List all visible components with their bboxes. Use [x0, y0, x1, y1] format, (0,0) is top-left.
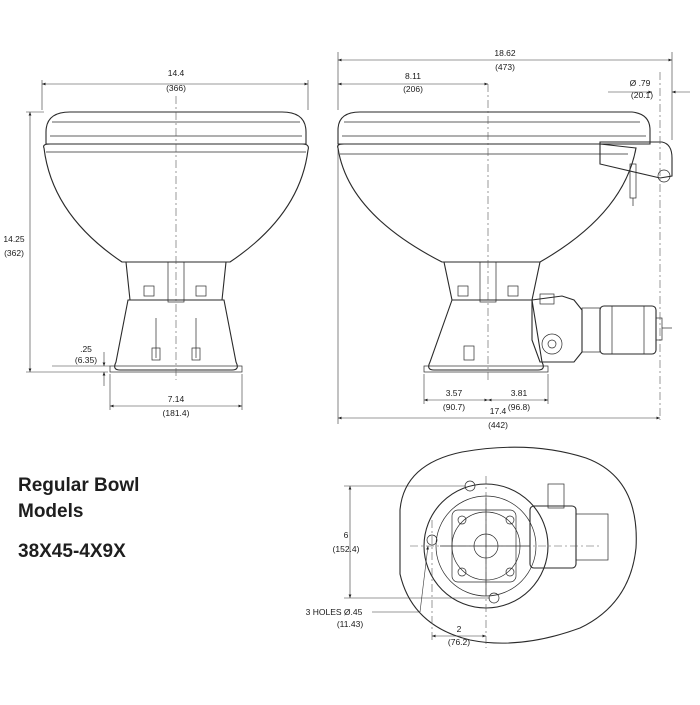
front-view: 14.4 (366) 14.25 (362) .25 (6.35) 7.14 (… [3, 68, 309, 418]
hose-dia-in: Ø .79 [630, 78, 651, 88]
front-width-in: 14.4 [168, 68, 185, 78]
right-base-mm: (96.8) [508, 402, 530, 412]
front-lid [45, 111, 307, 145]
front-width-mm: (366) [166, 83, 186, 93]
front-center-in: 8.11 [405, 71, 421, 81]
base-total-mm: (442) [488, 420, 508, 430]
base-total-in: 17.4 [490, 406, 507, 416]
spacing-in: 2 [457, 624, 462, 634]
title-line2: Models [18, 501, 84, 522]
front-center-mm: (206) [403, 84, 423, 94]
side-bowl [337, 143, 637, 263]
mount-hole-left [426, 534, 438, 546]
top-pump-body [529, 505, 577, 569]
front-base [114, 299, 238, 371]
overall-in: 18.62 [494, 48, 516, 58]
side-hinge [599, 141, 673, 179]
top-view: 6 (152.4) 3 HOLES Ø.45 (11.43) 2 (76.2) [306, 446, 637, 648]
left-base-in: 3.57 [446, 388, 463, 398]
front-bowl [43, 143, 309, 263]
side-neck [443, 261, 541, 301]
hose-dia-mm: (20.1) [631, 90, 653, 100]
depth-mm: (152.4) [333, 544, 360, 554]
overall-mm: (473) [495, 62, 515, 72]
top-bowl-outline [399, 446, 637, 644]
mount-hole-bottom [488, 592, 500, 604]
depth-in: 6 [344, 530, 349, 540]
title-line1: Regular Bowl [18, 475, 140, 496]
front-height-mm: (362) [4, 248, 24, 258]
spacing-mm: (76.2) [448, 637, 470, 647]
base-width-mm: (181.4) [163, 408, 190, 418]
side-lid [337, 111, 651, 145]
base-offset-mm: (6.35) [75, 355, 97, 365]
holes-label: 3 HOLES Ø.45 [306, 607, 363, 617]
side-base [428, 299, 544, 371]
base-width-in: 7.14 [168, 394, 185, 404]
holes-mm: (11.43) [337, 619, 363, 629]
pump-motor [531, 293, 672, 363]
side-view: 18.62 (473) 8.11 (206) Ø .79 (20.1) 3.57… [337, 48, 690, 430]
left-base-mm: (90.7) [443, 402, 465, 412]
front-height-in: 14.25 [3, 234, 25, 244]
base-offset-in: .25 [80, 344, 92, 354]
model-number: 38X45-4X9X [18, 541, 126, 562]
right-base-in: 3.81 [511, 388, 528, 398]
